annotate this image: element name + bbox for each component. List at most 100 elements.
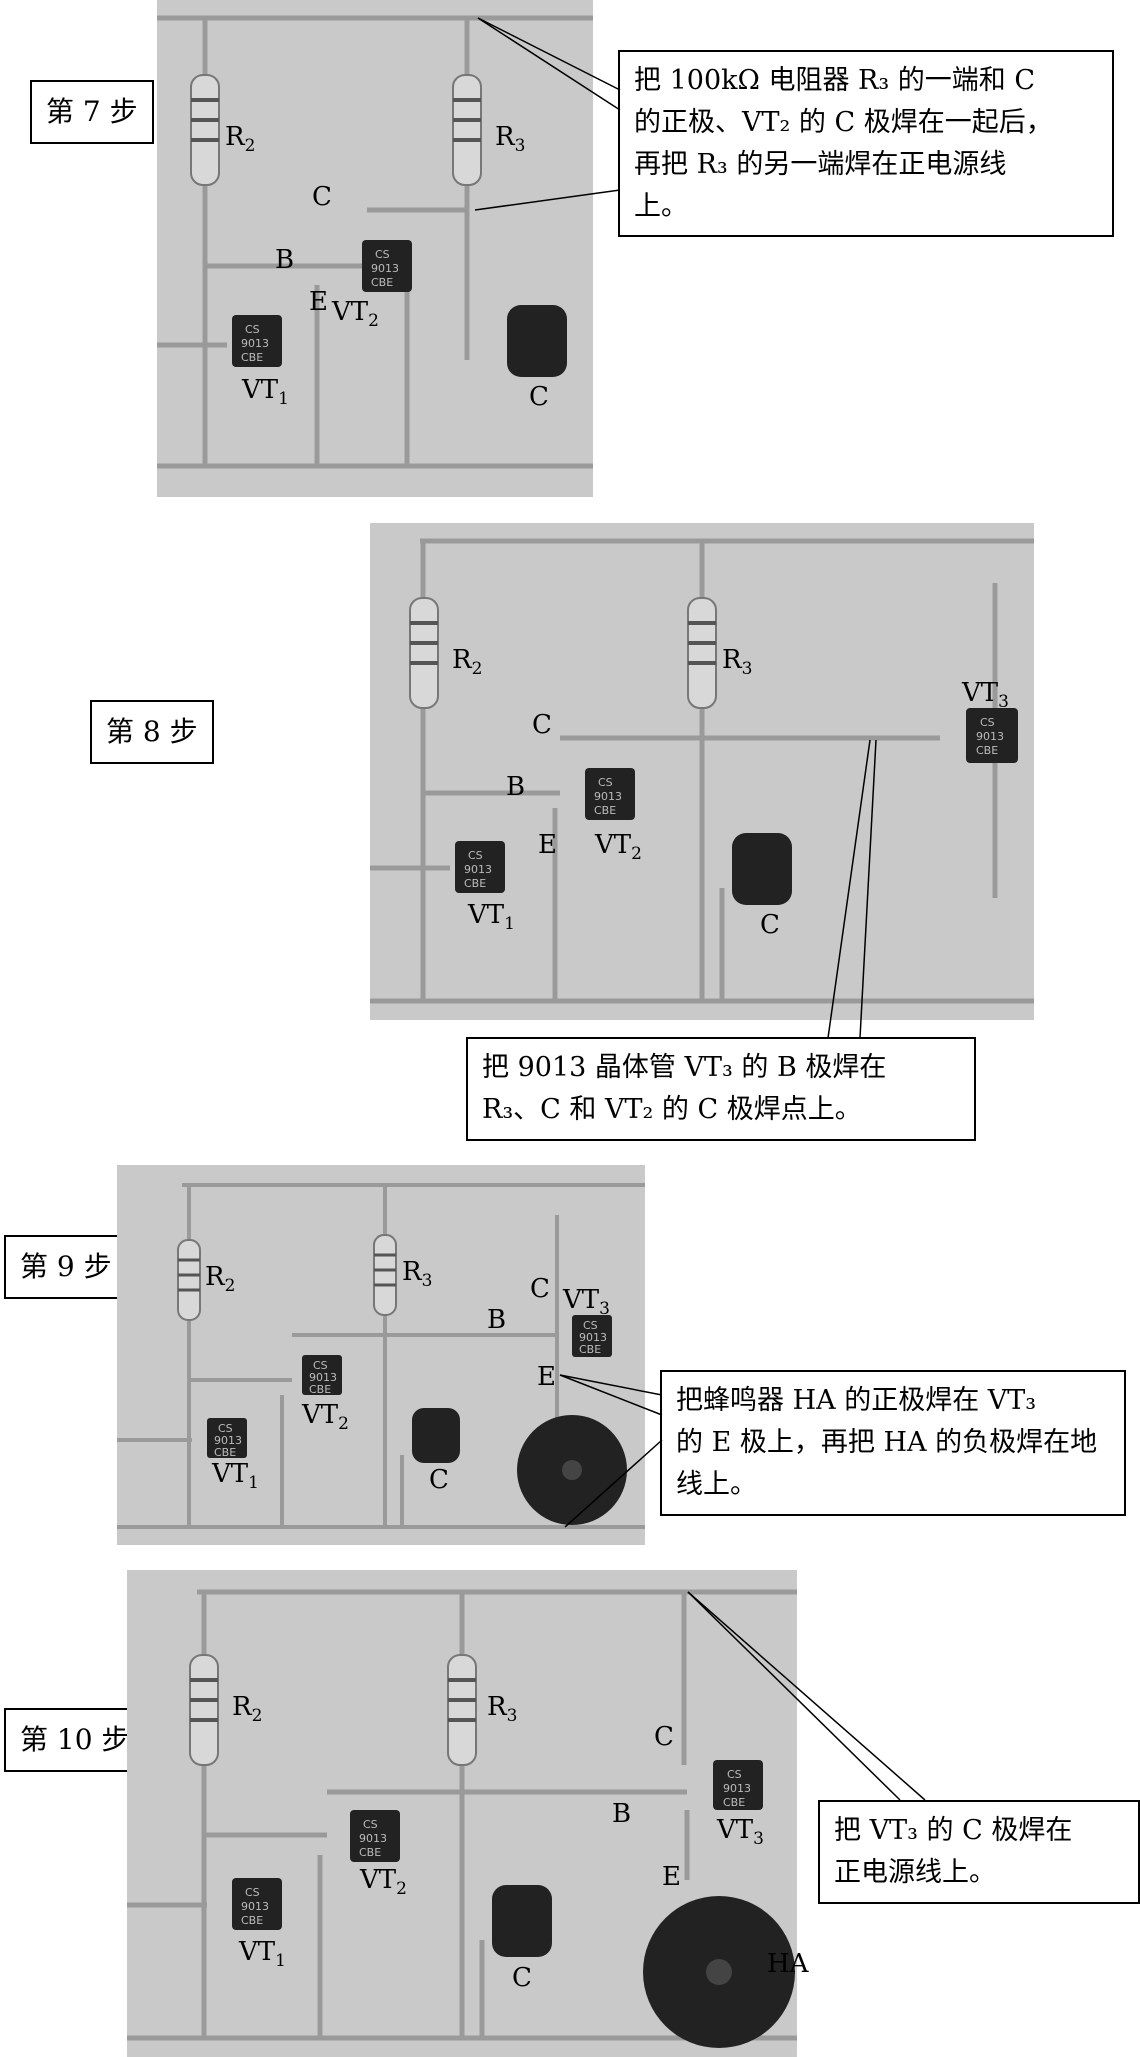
transistor-vt3 xyxy=(572,1315,612,1357)
capacitor-c xyxy=(492,1885,552,1957)
svg-text:9013: 9013 xyxy=(976,730,1004,743)
svg-text:CS: CS xyxy=(245,323,260,336)
capacitor-c xyxy=(732,833,792,905)
svg-text:CBE: CBE xyxy=(359,1846,381,1859)
step-7-label: 第 7 步 xyxy=(30,80,154,144)
label-c-node: C xyxy=(532,710,552,740)
resistor-r3 xyxy=(373,1234,397,1316)
svg-text:CBE: CBE xyxy=(309,1383,331,1396)
step-8-label: 第 8 步 xyxy=(90,700,214,764)
resistor-r2 xyxy=(409,597,439,709)
svg-text:CBE: CBE xyxy=(594,804,616,817)
label-b: B xyxy=(612,1799,631,1829)
svg-text:CBE: CBE xyxy=(723,1796,745,1809)
svg-text:9013: 9013 xyxy=(309,1371,337,1384)
label-r3: R3 xyxy=(495,122,525,156)
label-vt2: VT2 xyxy=(331,297,379,331)
label-vt2: VT2 xyxy=(359,1865,407,1899)
label-b: B xyxy=(506,772,525,802)
label-cap: C xyxy=(760,910,780,940)
label-e: E xyxy=(662,1862,681,1892)
label-r3: R3 xyxy=(402,1257,432,1291)
label-c-node: C xyxy=(654,1722,674,1752)
label-e: E xyxy=(537,1362,556,1392)
svg-text:CS: CS xyxy=(598,776,613,789)
svg-text:CS: CS xyxy=(468,849,483,862)
svg-text:9013: 9013 xyxy=(579,1331,607,1344)
svg-text:CBE: CBE xyxy=(241,1914,263,1927)
transistor-vt1 xyxy=(232,1878,282,1930)
svg-text:9013: 9013 xyxy=(214,1434,242,1447)
svg-text:CS: CS xyxy=(375,248,390,261)
label-r2: R2 xyxy=(225,122,255,156)
label-vt1: VT1 xyxy=(241,375,289,409)
label-cap: C xyxy=(512,1963,532,1993)
resistor-r3 xyxy=(452,74,482,186)
transistor-vt2 xyxy=(350,1810,400,1862)
transistor-vt2 xyxy=(585,768,635,820)
svg-text:CBE: CBE xyxy=(976,744,998,757)
label-cap: C xyxy=(429,1465,449,1495)
transistor-vt2 xyxy=(362,240,412,292)
transistor-vt2 xyxy=(302,1355,342,1395)
label-vt3: VT3 xyxy=(716,1815,764,1849)
step-9-photo: CS 9013 CBE CS 9013 CBE CS 9013 CBE R2 R… xyxy=(117,1165,645,1545)
svg-text:9013: 9013 xyxy=(371,262,399,275)
svg-text:CBE: CBE xyxy=(371,276,393,289)
svg-text:CS: CS xyxy=(363,1818,378,1831)
step-10-photo: CS 9013 CBE CS 9013 CBE CS 9013 CBE R2 R… xyxy=(127,1570,810,2057)
transistor-vt1 xyxy=(455,841,505,893)
svg-text:CS: CS xyxy=(313,1359,328,1372)
step-10-caption: 把 VT₃ 的 C 极焊在 正电源线上。 xyxy=(818,1800,1140,1904)
label-r3: R3 xyxy=(487,1692,517,1726)
svg-text:CS: CS xyxy=(218,1422,233,1435)
label-cap: C xyxy=(529,382,549,412)
svg-text:9013: 9013 xyxy=(464,863,492,876)
svg-text:CBE: CBE xyxy=(579,1343,601,1356)
resistor-r3 xyxy=(447,1654,477,1766)
label-c-node: C xyxy=(312,182,332,212)
label-vt3: VT3 xyxy=(562,1285,610,1319)
label-r2: R2 xyxy=(232,1692,262,1726)
label-e: E xyxy=(538,830,557,860)
svg-text:9013: 9013 xyxy=(723,1782,751,1795)
label-vt1: VT1 xyxy=(467,900,515,934)
svg-text:CS: CS xyxy=(245,1886,260,1899)
label-vt3: VT3 xyxy=(961,678,1009,712)
label-b: B xyxy=(275,245,294,275)
svg-text:CBE: CBE xyxy=(464,877,486,890)
label-r2: R2 xyxy=(205,1262,235,1296)
step-7-caption: 把 100kΩ 电阻器 R₃ 的一端和 C 的正极、VT₂ 的 C 极焊在一起后… xyxy=(618,50,1114,238)
label-b: B xyxy=(487,1305,506,1335)
label-r3: R3 xyxy=(722,645,752,679)
label-vt1: VT1 xyxy=(211,1459,259,1493)
svg-text:CS: CS xyxy=(980,716,995,729)
svg-text:9013: 9013 xyxy=(241,1900,269,1913)
label-vt1: VT1 xyxy=(238,1937,286,1971)
label-r2: R2 xyxy=(452,645,482,679)
transistor-vt1 xyxy=(232,315,282,367)
label-ha: HA xyxy=(767,1949,810,1979)
step-9-label: 第 9 步 xyxy=(4,1235,128,1299)
step-9-caption: 把蜂鸣器 HA 的正极焊在 VT₃ 的 E 极上，再把 HA 的负极焊在地 线上… xyxy=(660,1370,1126,1516)
svg-text:CS: CS xyxy=(727,1768,742,1781)
svg-text:CS: CS xyxy=(583,1319,598,1332)
svg-text:CBE: CBE xyxy=(214,1446,236,1459)
svg-text:9013: 9013 xyxy=(241,337,269,350)
svg-text:CBE: CBE xyxy=(241,351,263,364)
svg-text:9013: 9013 xyxy=(594,790,622,803)
step-8-caption: 把 9013 晶体管 VT₃ 的 B 极焊在 R₃、C 和 VT₂ 的 C 极焊… xyxy=(466,1037,976,1141)
label-c-node: C xyxy=(530,1274,550,1304)
resistor-r2 xyxy=(190,74,220,186)
resistor-r2 xyxy=(177,1239,201,1321)
capacitor-c xyxy=(507,305,567,377)
label-e: E xyxy=(309,287,328,317)
transistor-vt3 xyxy=(966,708,1018,763)
step-8-photo: CS 9013 CBE CS 9013 CBE CS 9013 CBE R2 R… xyxy=(370,523,1034,1020)
svg-text:9013: 9013 xyxy=(359,1832,387,1845)
step-10-label: 第 10 步 xyxy=(4,1708,146,1772)
resistor-r3 xyxy=(687,597,717,709)
capacitor-c xyxy=(412,1408,460,1463)
label-vt2: VT2 xyxy=(594,830,642,864)
step-7-photo: CS 9013 CBE CS 9013 CBE R2 R3 C B E VT2 … xyxy=(157,0,593,497)
